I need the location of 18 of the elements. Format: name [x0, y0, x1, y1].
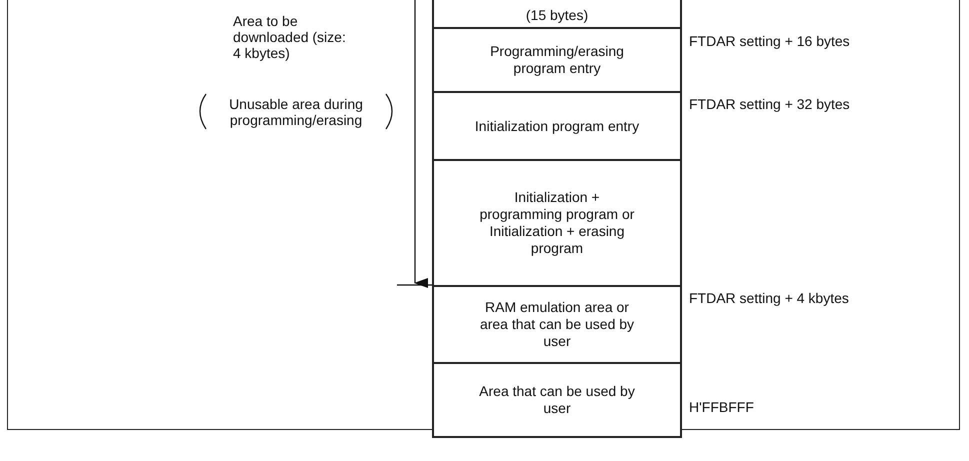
memory-block [432, 285, 682, 364]
block-label: (15 bytes) [524, 7, 590, 24]
address-label: FTDAR setting + 4 kbytes [689, 290, 850, 306]
block-label: RAM emulation area or area that can be used by user [478, 299, 636, 350]
memory-block [432, 27, 682, 93]
address-label: FTDAR setting + 16 bytes [689, 33, 851, 49]
block-label: Initialization + programming program or Initialization + erasing program [478, 189, 636, 257]
range-note: Area to be downloaded (size: 4 kbytes) [233, 13, 347, 61]
range-note: Unusable area during programming/erasing [228, 96, 364, 128]
block-label: Area that can be used by user [478, 383, 636, 417]
memory-block [432, 159, 682, 287]
address-label: H'FFBFFF [689, 399, 755, 415]
block-label: Initialization program entry [474, 118, 640, 134]
address-label: FTDAR setting + 32 bytes [689, 96, 851, 112]
memory-block [432, 362, 682, 438]
block-label: Programming/erasing program entry [489, 43, 625, 77]
memory-block [432, 0, 682, 29]
memory-block [432, 91, 682, 161]
